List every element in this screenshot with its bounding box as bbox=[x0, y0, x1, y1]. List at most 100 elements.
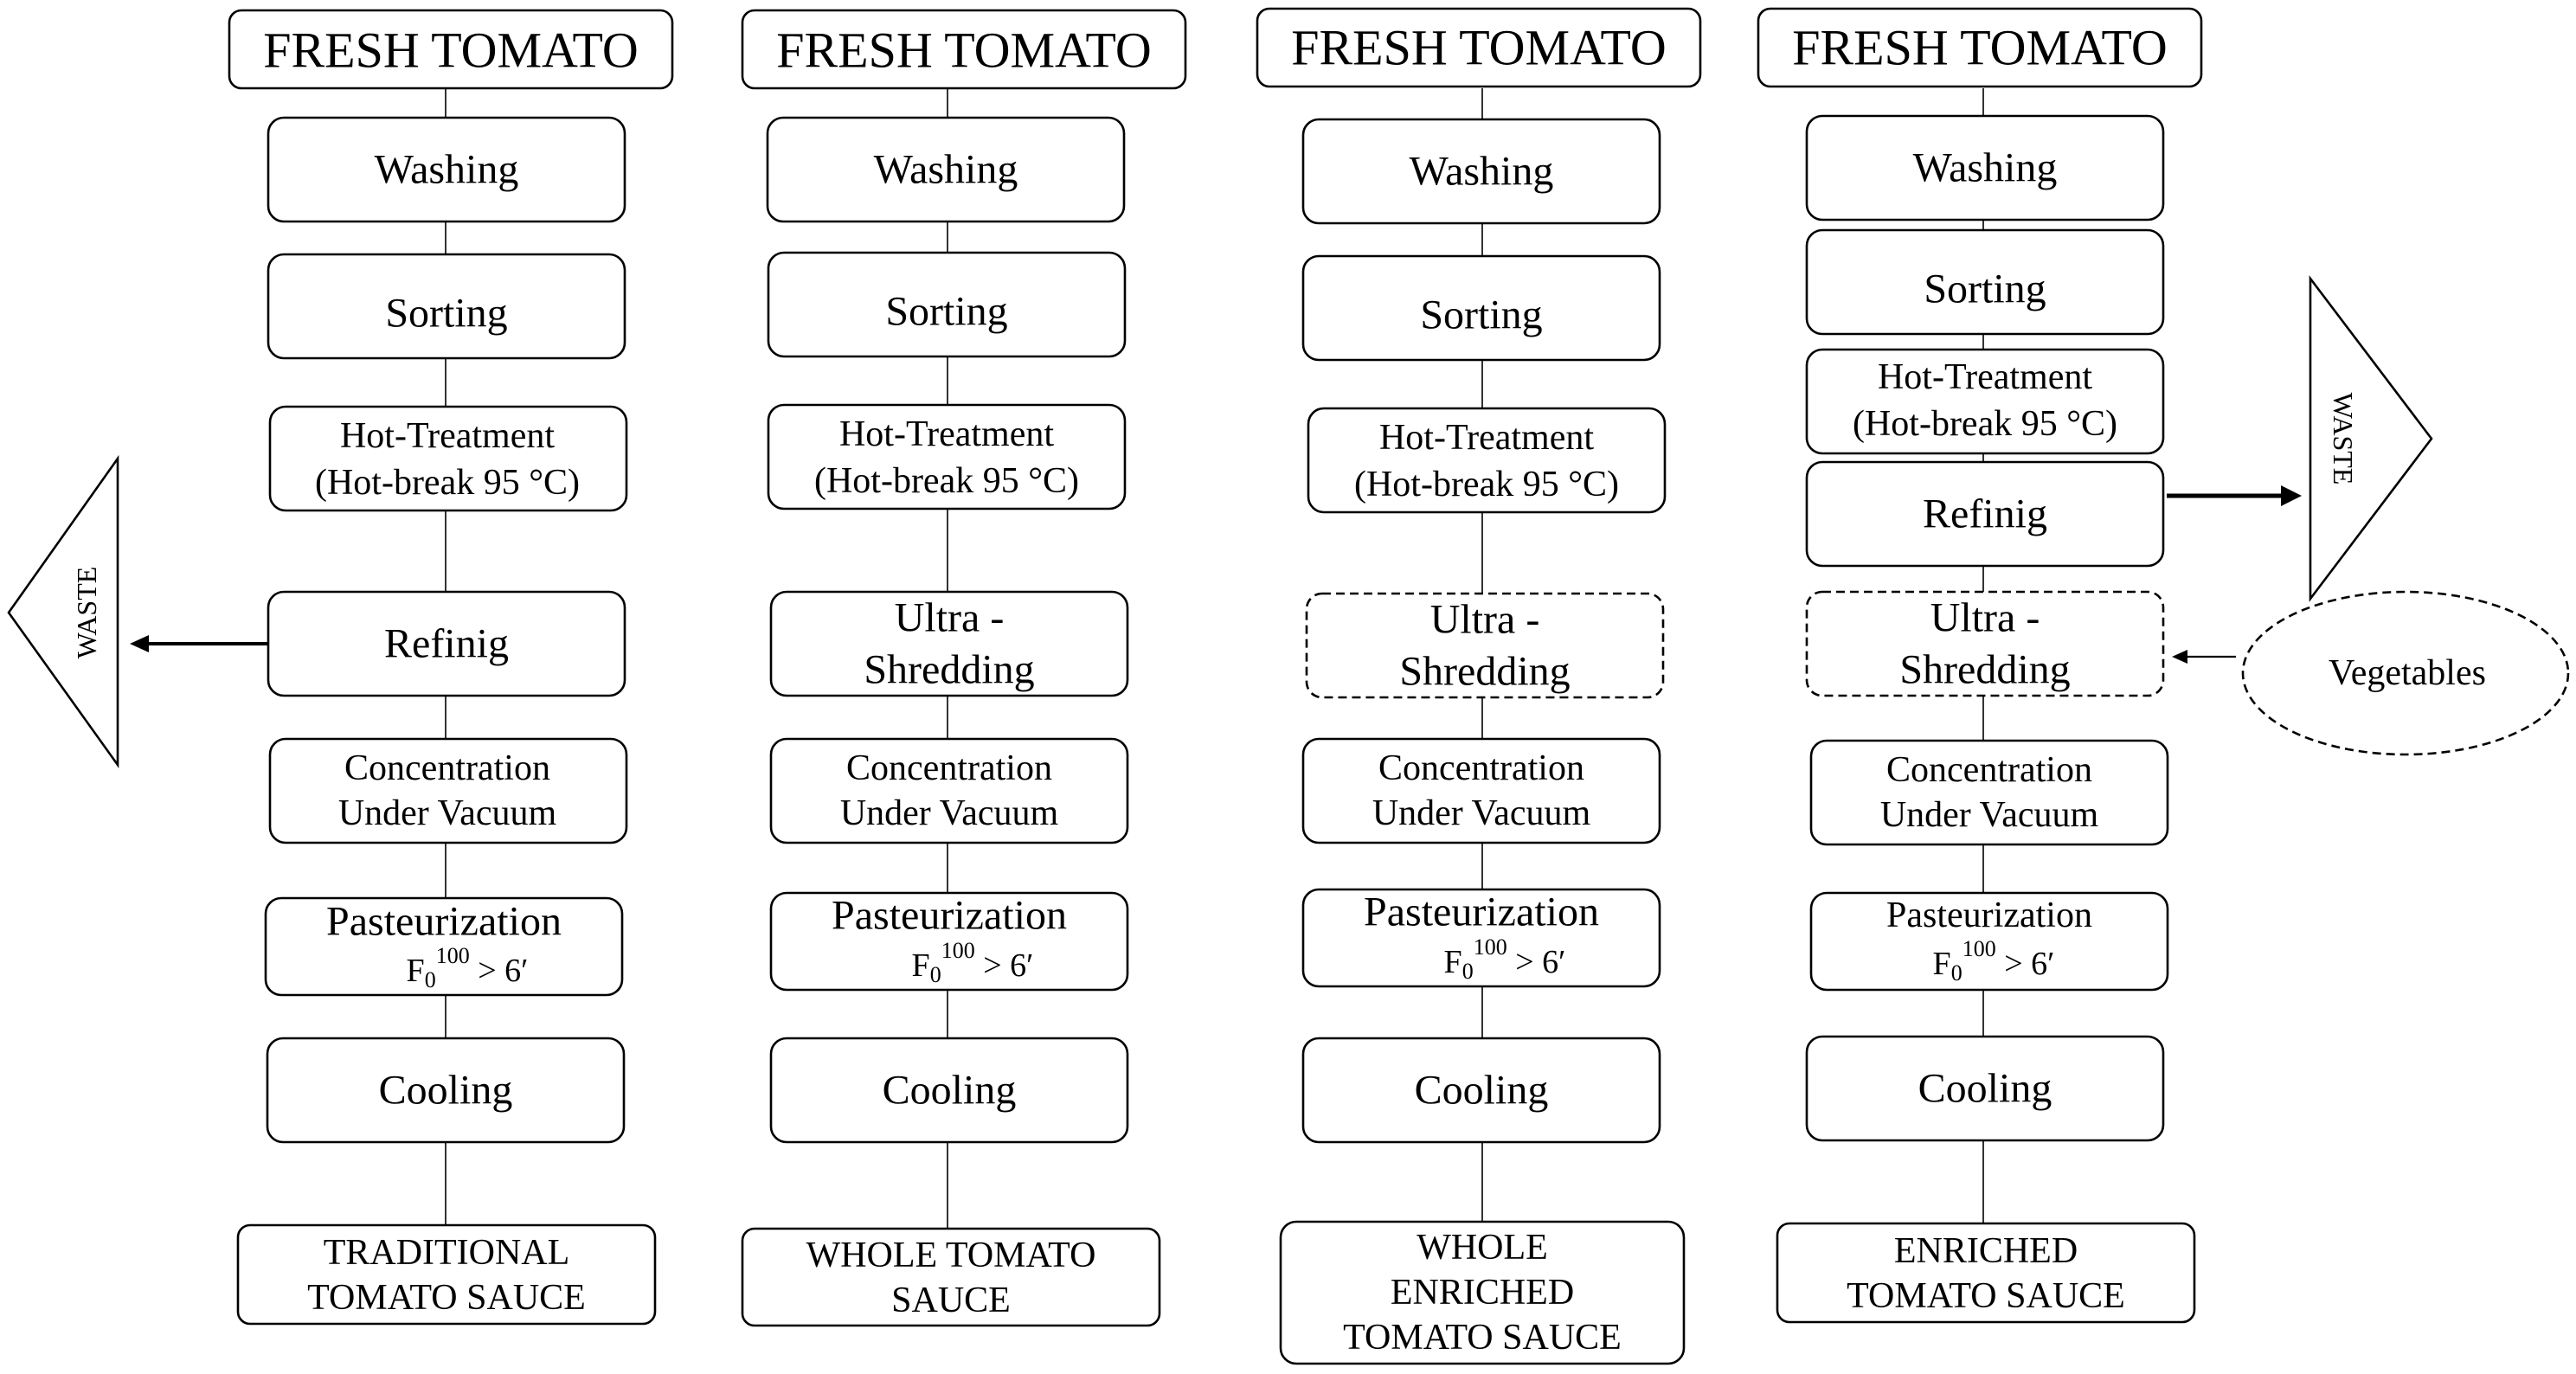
sorting-label: Sorting bbox=[1924, 266, 2046, 312]
ultra-shredding-step bbox=[1305, 592, 1665, 699]
waste-left-arrowhead bbox=[130, 635, 149, 652]
fresh-tomato-box bbox=[741, 9, 1187, 90]
end-product-line-2: ENRICHED bbox=[1391, 1273, 1574, 1313]
pasteurization-step bbox=[1301, 888, 1661, 988]
end-product-line-2: SAUCE bbox=[891, 1281, 1011, 1320]
refining-label: Refinig bbox=[384, 621, 509, 667]
concentration-label: Concentration bbox=[1378, 748, 1584, 788]
pasteurization-label: Pasteurization bbox=[1886, 896, 2092, 935]
waste-left-triangle bbox=[7, 454, 119, 769]
vegetables-label: Vegetables bbox=[2329, 653, 2486, 693]
hot-treatment-label: Hot-Treatment bbox=[340, 416, 555, 456]
waste-left-label: WASTE bbox=[71, 567, 102, 659]
under-vacuum-label: Under Vacuum bbox=[1372, 793, 1591, 833]
waste-right-triangle bbox=[2309, 275, 2433, 602]
pasteurization-step bbox=[1809, 891, 2169, 992]
sorting-label: Sorting bbox=[885, 289, 1007, 335]
washing-step bbox=[1805, 114, 2165, 222]
under-vacuum-label: Under Vacuum bbox=[840, 793, 1059, 833]
fresh-tomato-label: FRESH TOMATO bbox=[1792, 20, 2168, 76]
cooling-step bbox=[1805, 1035, 2165, 1142]
washing-label: Washing bbox=[1913, 145, 2058, 191]
concentration-step bbox=[268, 737, 628, 844]
pasteurization-step bbox=[769, 891, 1129, 992]
end-product-line-2: TOMATO SAUCE bbox=[307, 1278, 586, 1318]
sorting-step bbox=[1301, 254, 1661, 362]
waste-right-arrowhead bbox=[2281, 485, 2302, 506]
ultra-label: Ultra - bbox=[1930, 595, 2040, 641]
concentration-label: Concentration bbox=[1886, 750, 2092, 790]
fresh-tomato-box bbox=[1757, 7, 2203, 88]
fresh-tomato-box bbox=[1256, 7, 1702, 88]
under-vacuum-label: Under Vacuum bbox=[338, 793, 557, 833]
refining-step bbox=[1805, 460, 2165, 568]
hot-break-label: (Hot-break 95 °C) bbox=[1354, 465, 1619, 504]
concentration-label: Concentration bbox=[344, 748, 550, 788]
f-value-label: F0100 > 6′ bbox=[407, 943, 529, 992]
pasteurization-label: Pasteurization bbox=[326, 899, 562, 945]
cooling-label: Cooling bbox=[1918, 1066, 2052, 1112]
end-product-line-1: ENRICHED bbox=[1894, 1231, 2078, 1271]
sorting-label: Sorting bbox=[1420, 292, 1542, 338]
hot-treatment-step bbox=[1307, 407, 1667, 514]
cooling-step bbox=[1301, 1037, 1661, 1144]
washing-step bbox=[766, 116, 1126, 223]
sorting-step bbox=[767, 251, 1127, 358]
hot-break-label: (Hot-break 95 °C) bbox=[1853, 404, 2117, 444]
ultra-shredding-step bbox=[1805, 590, 2165, 697]
washing-label: Washing bbox=[375, 147, 519, 193]
sorting-label: Sorting bbox=[385, 291, 507, 337]
end-product-box bbox=[236, 1223, 657, 1326]
column-traditional: FRESH TOMATO Washing Sorting Hot-Treatme… bbox=[228, 9, 674, 1326]
shredding-label: Shredding bbox=[864, 647, 1034, 693]
cooling-label: Cooling bbox=[1415, 1068, 1549, 1114]
end-product-line-2: TOMATO SAUCE bbox=[1847, 1276, 2125, 1316]
vegetables-ellipse bbox=[2241, 590, 2570, 756]
washing-step bbox=[1301, 118, 1661, 225]
f-value-label: F0100 > 6′ bbox=[1933, 936, 2055, 986]
washing-label: Washing bbox=[874, 147, 1018, 193]
ultra-shredding-step bbox=[769, 590, 1129, 697]
fresh-tomato-box bbox=[228, 9, 674, 90]
end-product-box bbox=[741, 1227, 1161, 1327]
concentration-step bbox=[1301, 737, 1661, 844]
end-product-box bbox=[1776, 1222, 2196, 1324]
hot-treatment-label: Hot-Treatment bbox=[1379, 418, 1594, 458]
hot-treatment-label: Hot-Treatment bbox=[839, 414, 1054, 454]
waste-right-label: WASTE bbox=[2328, 393, 2359, 485]
sorting-step bbox=[1805, 228, 2165, 336]
cooling-step bbox=[769, 1037, 1129, 1144]
ultra-label: Ultra - bbox=[895, 595, 1005, 641]
end-product-line-3: TOMATO SAUCE bbox=[1343, 1318, 1622, 1358]
column-whole-enriched: FRESH TOMATO Washing Sorting Hot-Treatme… bbox=[1256, 7, 1702, 1365]
column-enriched: FRESH TOMATO Washing Sorting Hot-Treatme… bbox=[1757, 7, 2203, 1324]
end-product-line-1: WHOLE bbox=[1416, 1228, 1548, 1268]
vegetables-arrowhead bbox=[2172, 650, 2187, 664]
hot-break-label: (Hot-break 95 °C) bbox=[814, 461, 1079, 501]
hot-treatment-label: Hot-Treatment bbox=[1878, 357, 2092, 397]
end-product-box bbox=[1279, 1220, 1686, 1365]
shredding-label: Shredding bbox=[1399, 649, 1570, 695]
pasteurization-step bbox=[264, 896, 624, 997]
refining-label: Refinig bbox=[1923, 491, 2047, 537]
under-vacuum-label: Under Vacuum bbox=[1880, 795, 2099, 835]
washing-label: Washing bbox=[1410, 149, 1554, 195]
vegetables-group: Vegetables bbox=[2172, 590, 2570, 756]
concentration-step bbox=[769, 737, 1129, 844]
f-value-label: F0100 > 6′ bbox=[1444, 934, 1566, 984]
hot-treatment-step bbox=[268, 405, 628, 512]
fresh-tomato-label: FRESH TOMATO bbox=[263, 22, 639, 79]
concentration-step bbox=[1809, 739, 2169, 846]
sorting-step bbox=[267, 253, 626, 360]
cooling-label: Cooling bbox=[379, 1068, 513, 1114]
shredding-label: Shredding bbox=[1899, 647, 2070, 693]
waste-left-group: WASTE bbox=[7, 454, 268, 769]
cooling-step bbox=[266, 1037, 626, 1144]
hot-treatment-step bbox=[767, 403, 1127, 510]
fresh-tomato-label: FRESH TOMATO bbox=[1291, 20, 1667, 76]
f-value-label: F0100 > 6′ bbox=[912, 938, 1034, 987]
washing-step bbox=[267, 116, 626, 223]
pasteurization-label: Pasteurization bbox=[832, 893, 1067, 939]
column-whole-tomato: FRESH TOMATO Washing Sorting Hot-Treatme… bbox=[741, 9, 1187, 1327]
